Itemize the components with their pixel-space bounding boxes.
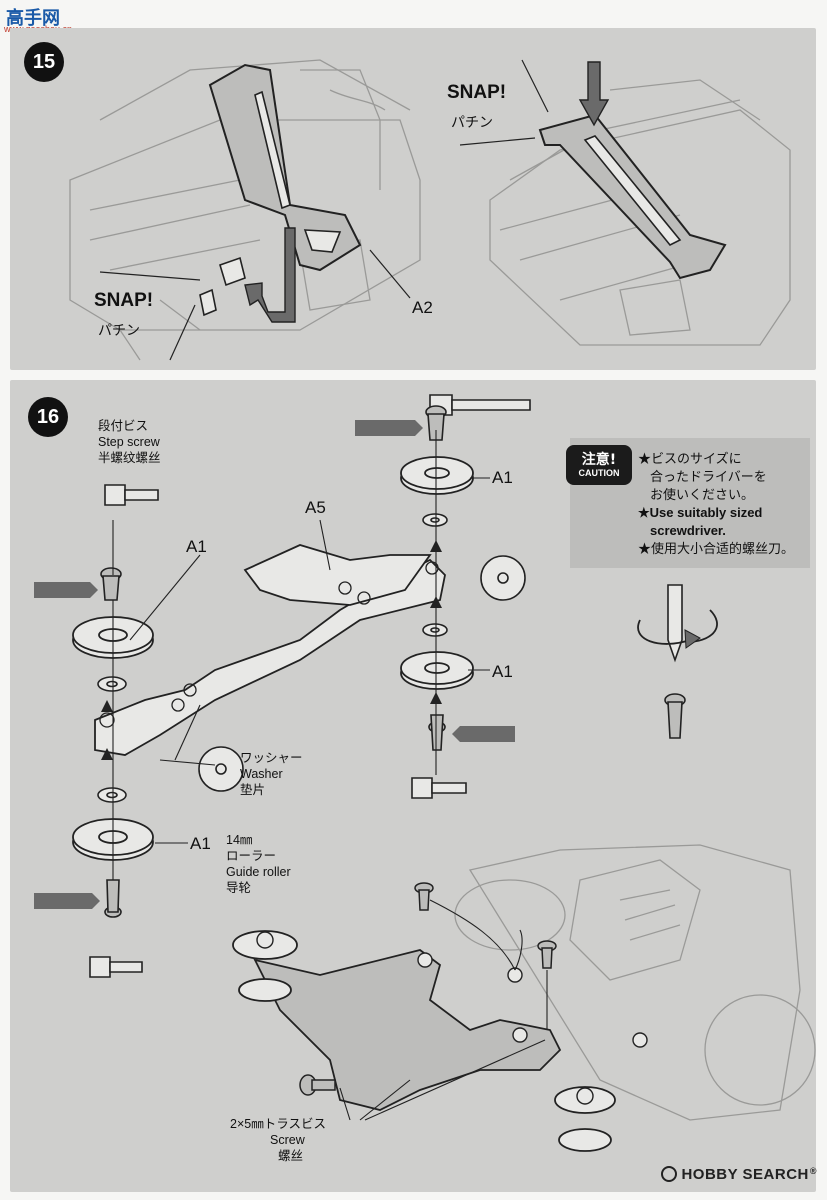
hobby-search-text: HOBBY SEARCH bbox=[681, 1166, 809, 1183]
caution-badge-en: CAUTION bbox=[578, 467, 620, 478]
part-label-a1-left-top: A1 bbox=[186, 537, 207, 556]
caution-badge: 注意! CAUTION bbox=[566, 445, 632, 485]
caution-text: ★ビスのサイズに 合ったドライバーを お使いください。 ★Use suitabl… bbox=[638, 450, 794, 558]
caution-line-5: screwdriver. bbox=[650, 523, 726, 538]
caution-line-4: ★Use suitably sized bbox=[638, 505, 763, 520]
washer-label: ワッシャー Washer 垫片 bbox=[240, 750, 303, 798]
caution-line-3: お使いください。 bbox=[650, 487, 755, 502]
washer-zh: 垫片 bbox=[240, 783, 266, 797]
screw-zh: 螺丝 bbox=[278, 1149, 304, 1163]
step-number-15: 15 bbox=[24, 42, 64, 82]
registered-mark: ® bbox=[809, 1166, 817, 1176]
caution-line-2: 合ったドライバーを bbox=[650, 469, 767, 484]
part-label-a1-mid-right: A1 bbox=[492, 662, 513, 681]
screw-en: Screw bbox=[270, 1133, 305, 1147]
snap-label-left: SNAP! bbox=[94, 290, 154, 311]
washer-jp: ワッシャー bbox=[240, 751, 303, 765]
site-logo-title: 高手网 bbox=[6, 8, 60, 29]
step-screw-zh: 半螺纹螺丝 bbox=[98, 451, 161, 465]
snap-label-right-jp: パチン bbox=[451, 115, 493, 131]
part-label-a2: A2 bbox=[412, 298, 433, 317]
hobby-search-watermark: HOBBY SEARCH® bbox=[661, 1166, 817, 1183]
guide-roller-en: Guide roller bbox=[226, 865, 291, 879]
step-screw-label: 段付ビス Step screw 半螺纹螺丝 bbox=[98, 418, 161, 466]
snap-label-right: SNAP! bbox=[447, 82, 507, 103]
step-screw-en: Step screw bbox=[98, 435, 160, 449]
part-label-a1-left-bottom: A1 bbox=[190, 834, 211, 853]
hobby-search-logo-icon bbox=[661, 1166, 678, 1182]
screw-label: 2×5㎜トラスビス Screw 螺丝 bbox=[230, 1116, 326, 1164]
guide-roller-zh: 导轮 bbox=[226, 881, 252, 895]
part-label-a1-top-right: A1 bbox=[492, 468, 513, 487]
guide-roller-size: 14㎜ bbox=[226, 833, 253, 847]
guide-roller-label: 14㎜ ローラー Guide roller 导轮 bbox=[226, 832, 291, 896]
caution-badge-jp: 注意! bbox=[581, 451, 617, 468]
screw-jp: 2×5㎜トラスビス bbox=[230, 1117, 326, 1131]
step-screw-jp: 段付ビス bbox=[98, 419, 149, 433]
step-number-16: 16 bbox=[28, 397, 68, 437]
washer-en: Washer bbox=[240, 767, 283, 781]
part-label-a5: A5 bbox=[305, 498, 326, 517]
caution-line-1: ★ビスのサイズに bbox=[638, 451, 742, 466]
snap-label-left-jp: パチン bbox=[98, 323, 140, 339]
caution-line-6: ★使用大小合适的螺丝刀。 bbox=[638, 541, 795, 556]
guide-roller-jp: ローラー bbox=[226, 849, 277, 863]
